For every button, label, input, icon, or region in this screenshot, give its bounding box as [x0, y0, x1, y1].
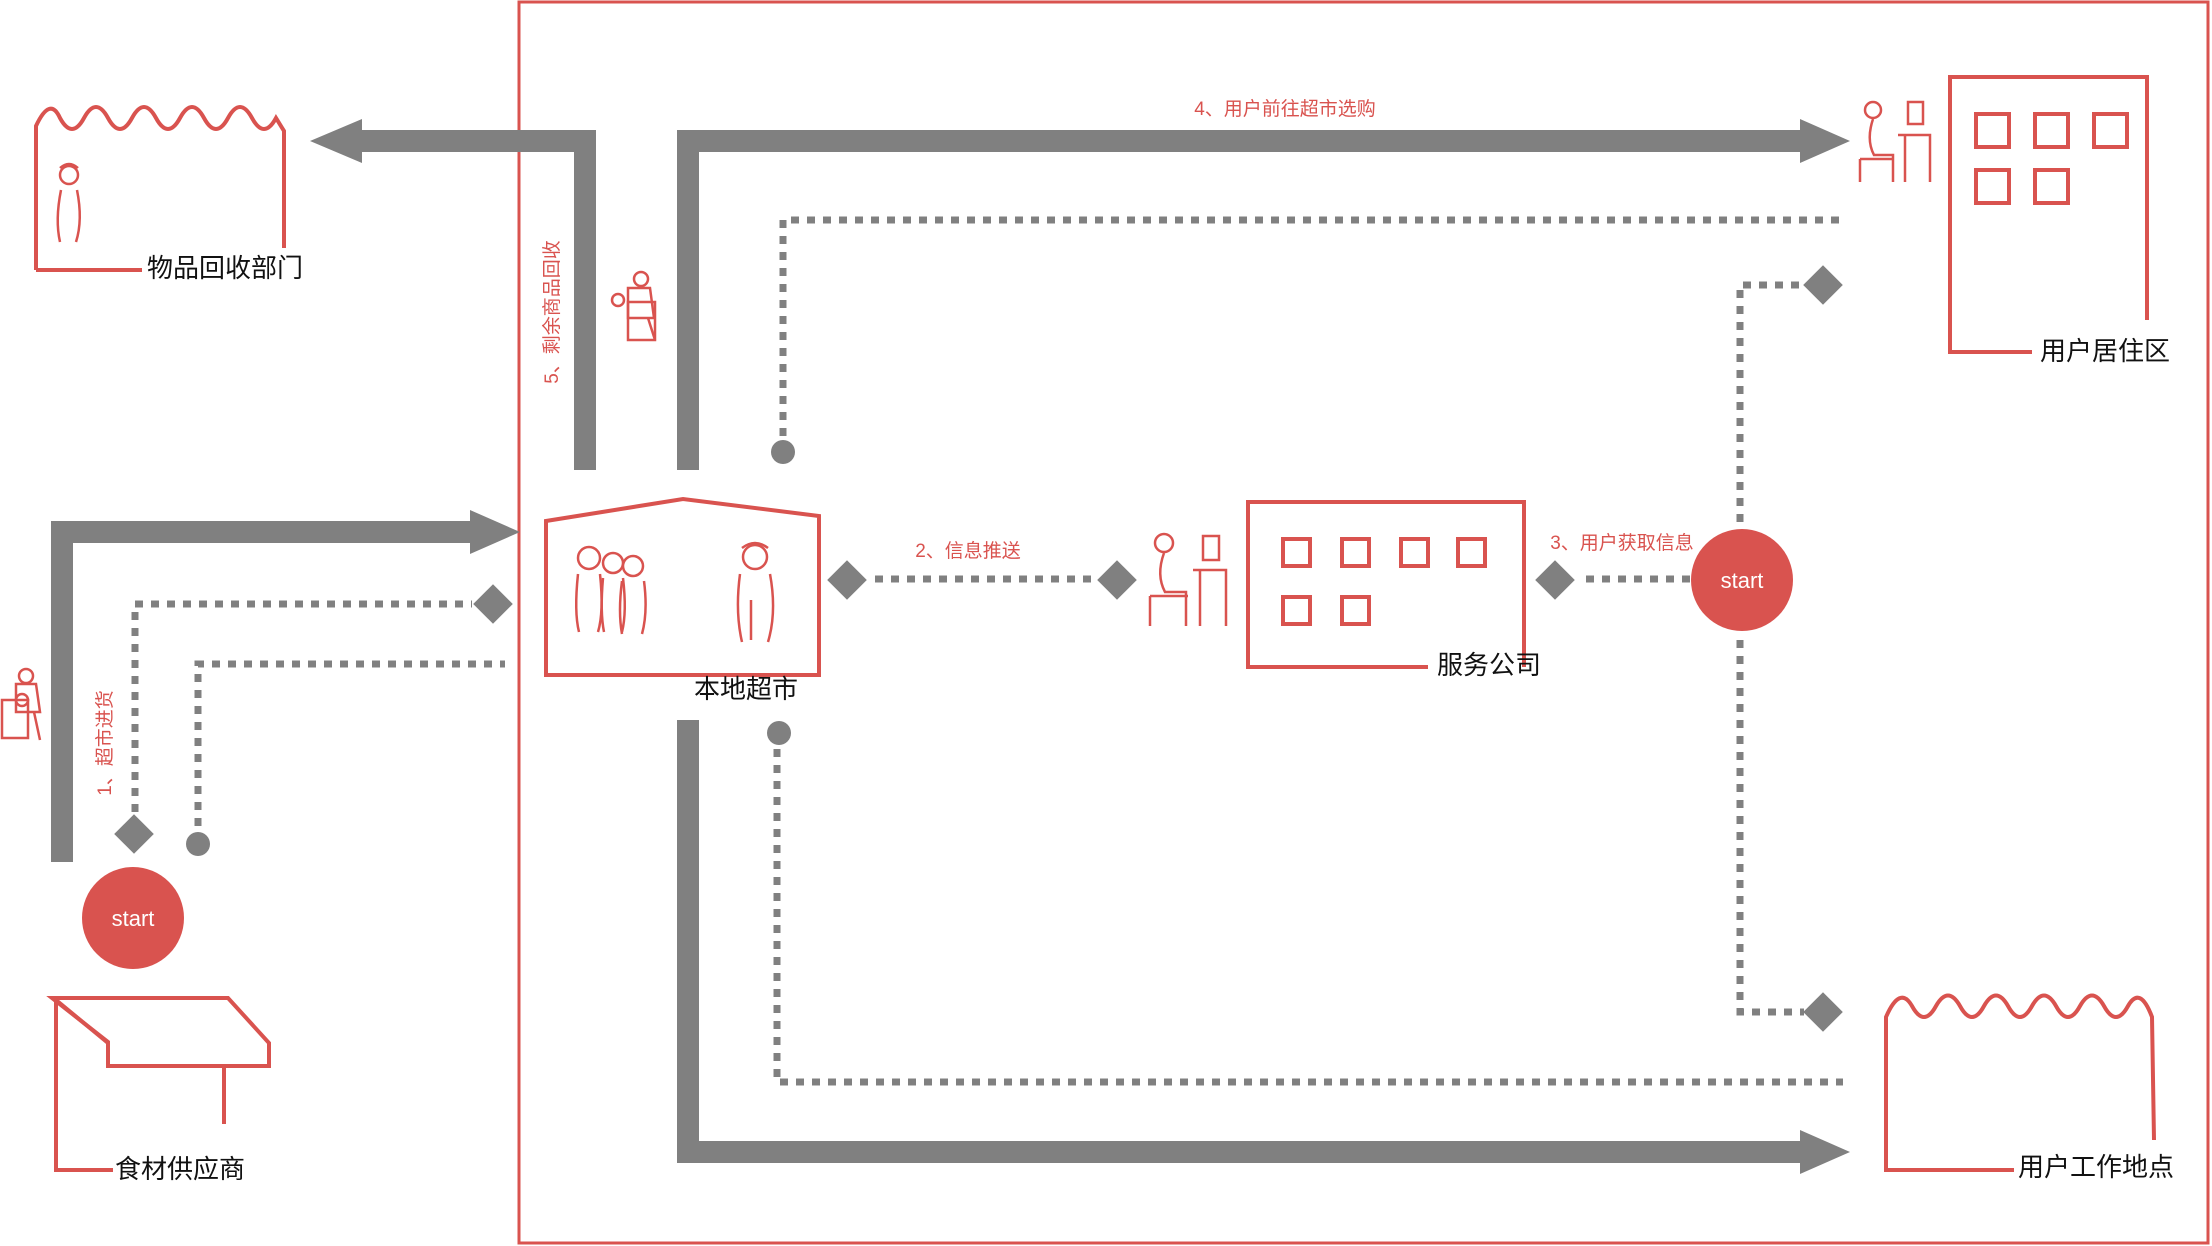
dotted-supplier-dot — [194, 660, 505, 842]
start-label: start — [1721, 568, 1764, 593]
step-label-5: 5、剩余商品回收 — [541, 240, 563, 384]
diamond-node-icon — [1535, 560, 1575, 600]
arrow-heads — [310, 119, 1850, 1174]
node-label-residence: 用户居住区 — [2040, 336, 2170, 366]
supplier-building — [46, 996, 271, 1172]
dotted-to-residence-diamond — [1736, 281, 1804, 522]
dot-node-icon — [767, 721, 791, 745]
person-at-desk-icon — [1148, 532, 1228, 626]
start-label: start — [112, 906, 155, 931]
diamond-node-icon — [473, 584, 513, 624]
arrowhead-recycling — [310, 119, 362, 163]
node-label-workplace: 用户工作地点 — [2018, 1152, 2174, 1182]
dotted-to-workplace-diamond — [1736, 640, 1804, 1016]
worker-icon — [736, 541, 775, 643]
dot-node-icon — [186, 832, 210, 856]
people-group-icon — [575, 545, 647, 635]
diamond-node-icon — [1803, 265, 1843, 305]
diamond-node-icon — [1803, 992, 1843, 1032]
arrow-to-workplace — [677, 720, 1800, 1163]
node-label-supermarket: 本地超市 — [694, 674, 798, 704]
flow-arrows — [51, 130, 1800, 1163]
step-label-1: 1、超市进货 — [94, 690, 116, 796]
arrow-recycle — [362, 130, 596, 470]
arrowhead-residence — [1800, 119, 1850, 163]
arrow-to-residence — [677, 130, 1800, 470]
workplace-building — [1884, 993, 2156, 1172]
dotted-supplier-diamond — [131, 600, 472, 812]
start-node-service: start — [1691, 529, 1793, 631]
start-node-supplier: start — [82, 867, 184, 969]
diamond-node-icon — [1097, 560, 1137, 600]
diamond-node-icon — [114, 814, 154, 854]
arrowhead-supermarket — [470, 510, 520, 554]
system-boundary — [517, 0, 2210, 1245]
step-label-4: 4、用户前往超市选购 — [1194, 98, 1376, 120]
delivery-person-icon — [0, 667, 42, 741]
node-label-recycling: 物品回收部门 — [147, 253, 303, 283]
dotted-residence-return — [779, 216, 1843, 452]
node-label-supplier: 食材供应商 — [115, 1154, 245, 1184]
delivery-person-icon — [610, 270, 657, 342]
residence-building — [1948, 75, 2149, 354]
supermarket-building — [544, 496, 821, 677]
arrow-purchase — [51, 521, 470, 862]
diamond-node-icon — [827, 560, 867, 600]
step-label-3: 3、用户获取信息 — [1550, 532, 1694, 554]
dotted-lines — [131, 216, 1843, 1086]
person-at-desk-icon — [1858, 100, 1932, 182]
worker-icon — [56, 162, 81, 243]
dotted-workplace-return — [773, 733, 1843, 1086]
node-label-service: 服务公司 — [1437, 650, 1541, 680]
flow-nodes — [114, 265, 1843, 1032]
service-company-building — [1246, 500, 1526, 669]
recycling-building — [34, 105, 286, 272]
step-label-2: 2、信息推送 — [915, 540, 1021, 562]
dot-node-icon — [771, 440, 795, 464]
arrowhead-workplace — [1800, 1130, 1850, 1174]
